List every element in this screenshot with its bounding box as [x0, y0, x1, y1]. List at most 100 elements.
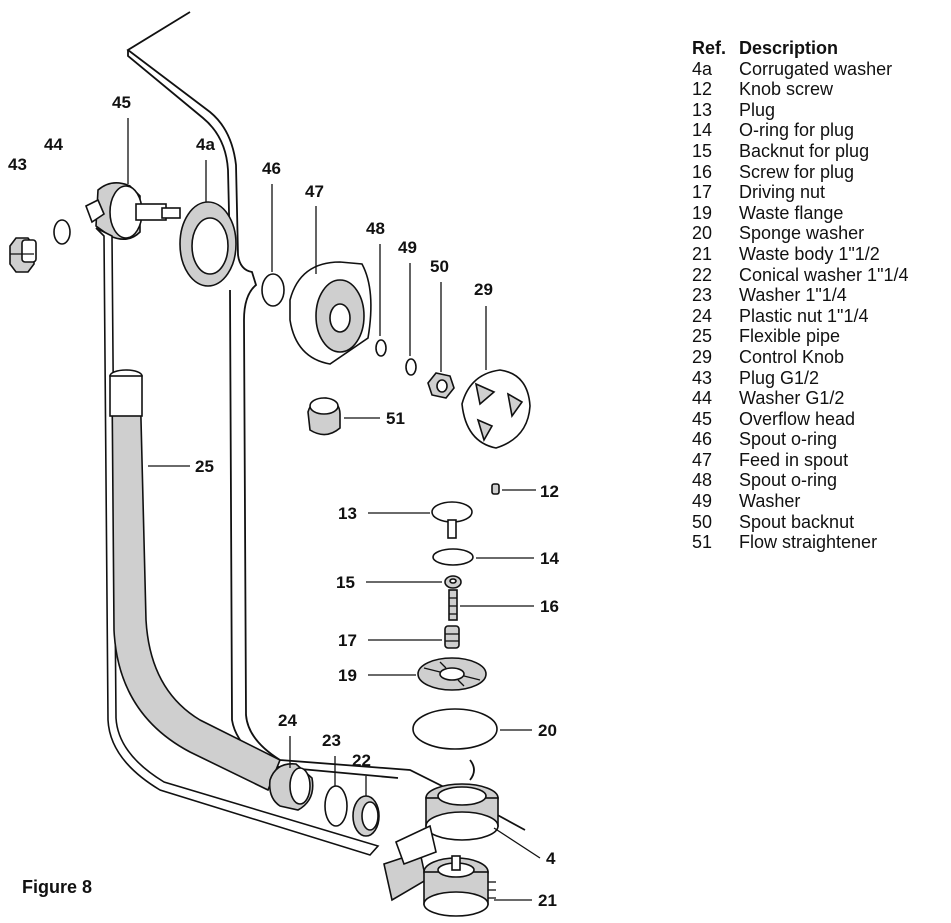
row-ref: 24 [692, 305, 713, 326]
row-description: Overflow head [739, 408, 856, 429]
row-ref: 48 [692, 470, 713, 491]
callout-4: 4 [546, 849, 556, 868]
table-row: 22 Conical washer 1"1/4 [692, 265, 908, 286]
callout-44: 44 [44, 135, 63, 154]
table-row: 17 Driving nut [692, 182, 908, 203]
washer-g12-part [53, 219, 71, 245]
row-description: Corrugated washer [739, 58, 893, 79]
row-description: Feed in spout [739, 449, 849, 470]
row-ref: 47 [692, 449, 713, 470]
callout-12: 12 [540, 482, 559, 501]
row-description: Waste body 1"1/2 [739, 243, 880, 264]
row-ref: 46 [692, 429, 713, 450]
row-ref: 45 [692, 408, 713, 429]
figure-label: Figure 8 [22, 877, 93, 897]
washer-49-part [405, 358, 417, 376]
spout-oring-48-part [375, 339, 387, 357]
table-row: 12 Knob screw [692, 79, 908, 100]
callout-17: 17 [338, 631, 357, 650]
table-row: 4a Corrugated washer [692, 59, 908, 80]
callout-48: 48 [366, 219, 385, 238]
row-description: Plug G1/2 [739, 367, 820, 388]
callout-47: 47 [305, 182, 324, 201]
row-description: Spout o-ring [739, 429, 838, 450]
callout-22: 22 [352, 751, 371, 770]
table-row: 43 Plug G1/2 [692, 368, 908, 389]
row-description: Washer [739, 491, 801, 512]
row-ref: 4a [692, 58, 713, 79]
callout-23: 23 [322, 731, 341, 750]
callout-51: 51 [386, 409, 405, 428]
callout-45: 45 [112, 93, 131, 112]
control-knob-part [461, 369, 531, 449]
flow-straightener-part [307, 397, 341, 436]
row-description: Washer 1"1/4 [739, 285, 847, 306]
callout-43: 43 [8, 155, 27, 174]
callout-46: 46 [262, 159, 281, 178]
row-description: Flexible pipe [739, 326, 841, 347]
callout-15: 15 [336, 573, 355, 592]
callout-13: 13 [338, 504, 357, 523]
overflow-head-part [84, 182, 181, 240]
row-ref: 51 [692, 532, 713, 553]
callout-25: 25 [195, 457, 214, 476]
callout-19: 19 [338, 666, 357, 685]
spout-backnut-part [427, 372, 455, 399]
row-ref: 21 [692, 243, 713, 264]
callout-14: 14 [540, 549, 559, 568]
table-row: 13 Plug [692, 100, 908, 121]
callout-21: 21 [538, 891, 557, 910]
table-row: 21 Waste body 1"1/2 [692, 244, 908, 265]
row-description: Driving nut [739, 182, 826, 203]
row-ref: 22 [692, 264, 713, 285]
plug-g12-part [9, 237, 37, 273]
flexible-pipe-part [95, 227, 380, 856]
row-ref: 29 [692, 346, 713, 367]
oring-for-plug-part [432, 548, 474, 566]
plastic-nut-part [268, 763, 314, 811]
feed-in-spout-part [289, 261, 372, 365]
callout-20: 20 [538, 721, 557, 740]
row-description: Spout o-ring [739, 470, 838, 491]
table-row: 45 Overflow head [692, 409, 908, 430]
row-description: Knob screw [739, 79, 834, 100]
row-description: Plastic nut 1"1/4 [739, 305, 869, 326]
waste-flange-part [417, 657, 487, 691]
row-ref: 12 [692, 79, 713, 100]
row-description: Waste flange [739, 202, 844, 223]
row-ref: 20 [692, 223, 713, 244]
row-description: Washer G1/2 [739, 388, 845, 409]
row-ref: 17 [692, 182, 713, 203]
row-ref: 43 [692, 367, 713, 388]
row-description: Flow straightener [739, 532, 878, 553]
table-row: 47 Feed in spout [692, 450, 908, 471]
spout-oring-46-part [261, 273, 285, 307]
callout-49: 49 [398, 238, 417, 257]
row-description: Backnut for plug [739, 140, 870, 161]
row-description: Control Knob [739, 346, 845, 367]
waste-body-part [383, 824, 496, 917]
callout-29: 29 [474, 280, 493, 299]
row-description: Plug [739, 99, 776, 120]
row-description: Screw for plug [739, 161, 855, 182]
table-row: 29 Control Knob [692, 347, 908, 368]
row-description: Conical washer 1"1/4 [739, 264, 909, 285]
row-ref: 13 [692, 99, 713, 120]
row-ref: 50 [692, 511, 713, 532]
screw-for-plug-part [448, 589, 458, 621]
row-ref: 14 [692, 120, 713, 141]
header-description: Description [739, 38, 839, 58]
